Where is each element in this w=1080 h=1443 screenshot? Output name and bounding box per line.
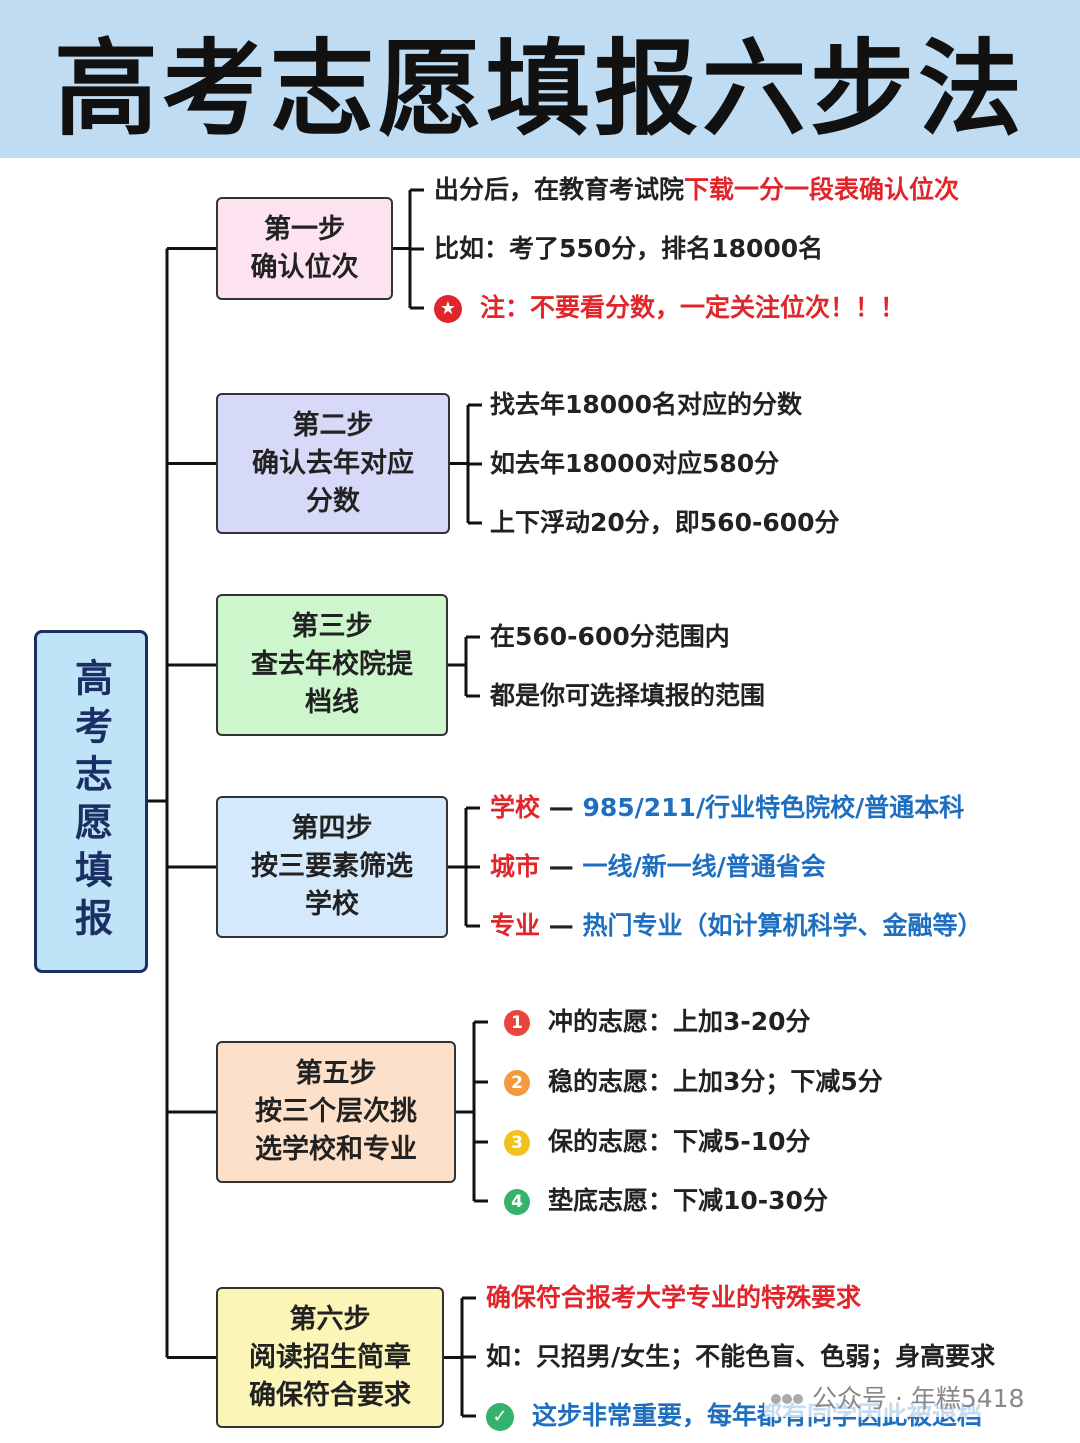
detail-text: —: [540, 793, 583, 822]
star-icon: ★: [434, 295, 462, 323]
detail-text: 热门专业（如计算机科学、金融等）: [582, 911, 983, 940]
step-4-detail: 城市 — 一线/新一线/普通省会: [490, 852, 826, 882]
detail-text: 都是你可选择填报的范围: [490, 681, 766, 710]
root-label: 高考志愿填报: [68, 657, 113, 946]
detail-text: 稳的志愿：上加3分；下减5分: [548, 1067, 883, 1096]
step-1-detail: ★ 注：不要看分数，一定关注位次！！！: [434, 293, 905, 323]
step-2-detail: 找去年18000名对应的分数: [490, 390, 802, 420]
detail-text: 如：只招男/女生；不能色盲、色弱；身高要求: [486, 1342, 996, 1371]
step-6-detail: 确保符合报考大学专业的特殊要求: [486, 1283, 861, 1313]
page-title: 高考志愿填报六步法: [53, 27, 1026, 150]
step-5-detail: 3 保的志愿：下减5-10分: [504, 1127, 811, 1157]
detail-text: 保的志愿：下减5-10分: [548, 1127, 811, 1156]
root-node: 高考志愿填报: [34, 630, 148, 973]
number-badge-icon: 1: [504, 1010, 530, 1036]
watermark: 公众号 · 年糕5418: [764, 1377, 1031, 1417]
wechat-logo-icon: [771, 1394, 803, 1404]
step-4-detail: 学校 — 985/211/行业特色院校/普通本科: [490, 793, 964, 823]
detail-text: 确保符合报考大学专业的特殊要求: [486, 1283, 862, 1312]
step-5-detail: 1 冲的志愿：上加3-20分: [504, 1007, 811, 1037]
detail-text: 学校: [490, 793, 541, 822]
step-5-detail: 2 稳的志愿：上加3分；下减5分: [504, 1067, 883, 1097]
step-3-detail: 在560-600分范围内: [490, 622, 730, 652]
detail-text: 985/211/行业特色院校/普通本科: [582, 793, 965, 822]
title-banner: 高考志愿填报六步法: [0, 0, 1080, 158]
step-6-detail: 如：只招男/女生；不能色盲、色弱；身高要求: [486, 1342, 995, 1372]
step-box-1: 第一步 确认位次: [216, 197, 393, 300]
step-2-detail: 如去年18000对应580分: [490, 449, 779, 479]
step-box-3: 第三步 查去年校院提 档线: [216, 594, 448, 736]
detail-text: 找去年18000名对应的分数: [490, 390, 802, 419]
number-badge-icon: 4: [504, 1189, 530, 1215]
detail-text: 如去年18000对应580分: [490, 449, 780, 478]
step-2-detail: 上下浮动20分，即560-600分: [490, 508, 840, 538]
step-label: 第五步 按三个层次挑 选学校和专业: [255, 1058, 417, 1165]
check-icon: ✓: [486, 1403, 514, 1431]
step-label: 第四步 按三要素筛选 学校: [251, 813, 413, 920]
step-5-detail: 4 垫底志愿：下减10-30分: [504, 1186, 828, 1216]
step-label: 第三步 查去年校院提 档线: [251, 611, 413, 718]
detail-text: 专业: [490, 911, 541, 940]
detail-text: 在560-600分范围内: [490, 622, 730, 651]
detail-text: 比如：考了550分，排名18000名: [434, 234, 824, 263]
step-1-detail: 出分后，在教育考试院下载一分一段表确认位次: [434, 175, 959, 205]
watermark-text: 公众号 · 年糕5418: [812, 1384, 1025, 1413]
step-label: 第一步 确认位次: [250, 213, 359, 283]
detail-text: 城市: [490, 852, 541, 881]
detail-text: 冲的志愿：上加3-20分: [548, 1007, 811, 1036]
step-box-6: 第六步 阅读招生简章 确保符合要求: [216, 1287, 444, 1428]
detail-text: 下载一分一段表确认位次: [684, 175, 960, 204]
detail-text: 一线/新一线/普通省会: [582, 852, 826, 881]
number-badge-icon: 2: [504, 1070, 530, 1096]
step-4-detail: 专业 — 热门专业（如计算机科学、金融等）: [490, 911, 982, 941]
step-label: 第二步 确认去年对应 分数: [252, 409, 414, 517]
step-1-detail: 比如：考了550分，排名18000名: [434, 234, 823, 264]
detail-text: —: [540, 852, 583, 881]
step-label: 第六步 阅读招生简章 确保符合要求: [249, 1303, 411, 1411]
detail-text: 垫底志愿：下减10-30分: [548, 1186, 828, 1215]
step-3-detail: 都是你可选择填报的范围: [490, 681, 765, 711]
detail-text: 注：不要看分数，一定关注位次！！！: [480, 293, 906, 322]
number-badge-icon: 3: [504, 1130, 530, 1156]
step-box-2: 第二步 确认去年对应 分数: [216, 393, 450, 534]
detail-text: 出分后，在教育考试院: [434, 175, 685, 204]
step-box-4: 第四步 按三要素筛选 学校: [216, 796, 448, 938]
detail-text: 上下浮动20分，即560-600分: [490, 508, 840, 537]
step-box-5: 第五步 按三个层次挑 选学校和专业: [216, 1041, 456, 1183]
detail-text: —: [540, 911, 583, 940]
